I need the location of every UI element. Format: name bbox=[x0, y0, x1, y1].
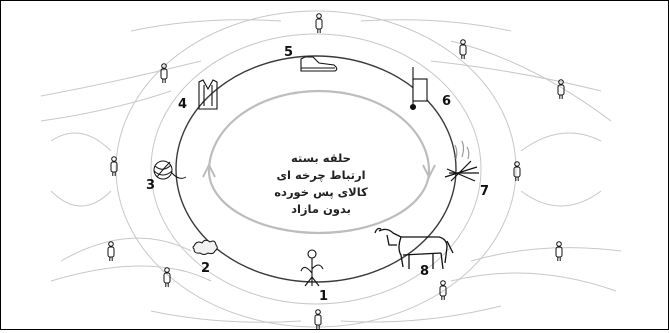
stage-number-7: 7 bbox=[480, 184, 489, 199]
center-line-4: بدون مازاد bbox=[291, 202, 351, 217]
center-line-3: کالای پس خورده bbox=[274, 185, 368, 200]
stage-number-3: 3 bbox=[146, 178, 155, 193]
fire-icon bbox=[445, 141, 479, 181]
person-figure-icon bbox=[108, 242, 114, 261]
person-figure-icon bbox=[316, 14, 322, 33]
stage-number-5: 5 bbox=[284, 45, 293, 60]
center-text: حلقه بسته ارتباط چرخه ای کالای پس خورده … bbox=[274, 151, 368, 217]
person-figure-icon bbox=[460, 40, 466, 59]
stage-number-4: 4 bbox=[178, 97, 187, 112]
person-figure-icon bbox=[315, 310, 321, 329]
stage-number-6: 6 bbox=[442, 94, 451, 109]
center-line-2: ارتباط چرخه ای bbox=[276, 168, 365, 182]
person-figure-icon bbox=[164, 268, 170, 287]
person-figure-icon bbox=[558, 80, 564, 99]
person-figure-icon bbox=[440, 281, 446, 300]
cow-icon bbox=[375, 229, 453, 270]
stage-number-8: 8 bbox=[420, 264, 429, 279]
stage-number-2: 2 bbox=[201, 261, 210, 276]
shoe-icon bbox=[301, 57, 337, 71]
person-figure-icon bbox=[556, 242, 562, 261]
yarn-ball-icon bbox=[154, 161, 186, 179]
flag-icon bbox=[411, 67, 428, 110]
stage-number-1: 1 bbox=[319, 289, 328, 304]
person-figure-icon bbox=[514, 162, 520, 181]
wool-icon bbox=[193, 240, 217, 254]
flower-icon bbox=[301, 250, 323, 286]
center-line-1: حلقه بسته bbox=[291, 151, 351, 165]
